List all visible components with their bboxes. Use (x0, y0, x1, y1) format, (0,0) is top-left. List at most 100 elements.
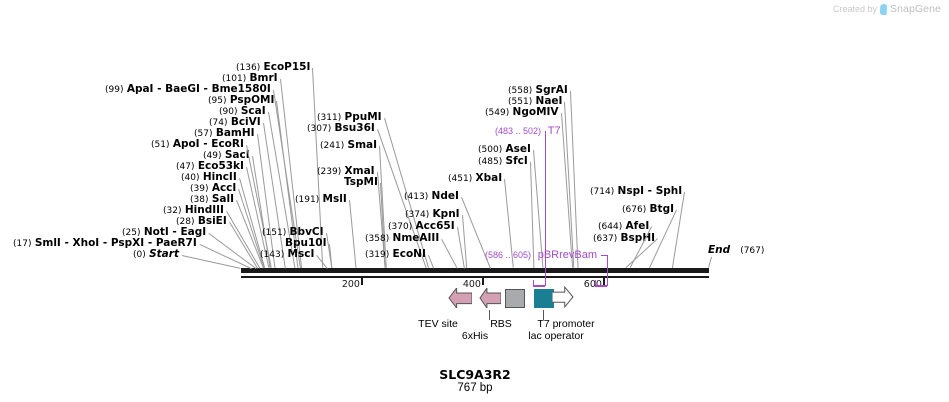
enzyme-label[interactable]: (32) HindIII (163, 205, 224, 217)
enzyme-label[interactable]: (637) BspHI (593, 233, 655, 245)
enzyme-name[interactable]: Bme1580I (211, 83, 271, 95)
enzyme-name[interactable]: PaeR7I (155, 237, 197, 249)
enzyme-label[interactable]: (451) XbaI (448, 173, 502, 185)
enzyme-label[interactable]: (17) SmlI - XhoI - PspXI - PaeR7I (13, 238, 197, 250)
enzyme-label[interactable]: (99) ApaI - BaeGI - Bme1580I (105, 84, 271, 96)
enzyme-label[interactable]: (136) EcoP15I (236, 62, 310, 74)
feature-glyph-6xhis[interactable] (479, 288, 501, 308)
feature-label[interactable]: (483 .. 502) T7 (495, 126, 561, 137)
enzyme-name[interactable]: EcoP15I (263, 61, 311, 73)
enzyme-name[interactable]: Start (149, 248, 179, 260)
enzyme-name[interactable]: PpuMI (344, 111, 382, 123)
enzyme-label[interactable]: (143) MscI (260, 249, 314, 261)
enzyme-name[interactable]: NgoMIV (512, 106, 559, 118)
enzyme-name[interactable]: HincII (202, 171, 237, 183)
enzyme-name[interactable]: SgrAI (535, 84, 568, 96)
enzyme-name[interactable]: BspHI (620, 232, 656, 244)
enzyme-label[interactable]: (25) NotI - EagI (122, 227, 206, 239)
enzyme-label[interactable]: (558) SgrAI (508, 85, 568, 97)
enzyme-name[interactable]: BsiEI (197, 215, 227, 227)
enzyme-name[interactable]: XmaI (344, 165, 375, 177)
feature-name[interactable]: T7 (547, 125, 561, 137)
enzyme-name[interactable]: HindIII (184, 204, 224, 216)
enzyme-label[interactable]: (151) BbvCI (262, 227, 324, 239)
feature-glyph-lac-operator[interactable] (534, 289, 554, 308)
enzyme-name[interactable]: TspMI (344, 176, 378, 188)
enzyme-label[interactable]: (74) BciVI (209, 117, 261, 129)
enzyme-name[interactable]: SmlI (34, 237, 61, 249)
enzyme-label[interactable]: Bpu10I (285, 238, 327, 249)
enzyme-name[interactable]: XhoI (72, 237, 100, 249)
enzyme-name[interactable]: SacI (224, 149, 250, 161)
enzyme-label[interactable]: (95) PspOMI (208, 95, 274, 107)
enzyme-name[interactable]: BciVI (230, 116, 261, 128)
enzyme-name[interactable]: EcoNI (392, 248, 426, 260)
enzyme-name[interactable]: BmrI (249, 72, 278, 84)
enzyme-name[interactable]: AfeI (625, 220, 650, 232)
feature-name[interactable]: pBRrevBam (537, 249, 598, 261)
enzyme-label[interactable]: (370) Acc65I (388, 221, 455, 233)
enzyme-label[interactable]: TspMI (344, 177, 378, 188)
enzyme-name[interactable]: EagI (180, 226, 207, 238)
enzyme-label[interactable]: (57) BamHI (194, 128, 255, 140)
enzyme-name[interactable]: MscI (287, 248, 315, 260)
enzyme-label[interactable]: (485) SfcI (478, 156, 528, 168)
enzyme-name[interactable]: ApoI (172, 138, 200, 150)
enzyme-name[interactable]: Bsu36I (334, 122, 375, 134)
enzyme-name[interactable]: XbaI (475, 172, 503, 184)
enzyme-name[interactable]: MslI (322, 193, 347, 205)
enzyme-name[interactable]: NotI (143, 226, 169, 238)
enzyme-label[interactable]: (90) ScaI (219, 106, 266, 118)
enzyme-label[interactable]: (358) NmeAIII (365, 233, 439, 245)
enzyme-name[interactable]: SphI (655, 185, 683, 197)
enzyme-name[interactable]: BbvCI (289, 226, 324, 238)
enzyme-label[interactable]: (676) BtgI (622, 204, 674, 216)
enzyme-name[interactable]: BaeGI (165, 83, 200, 95)
enzyme-label[interactable]: (374) KpnI (405, 209, 460, 221)
enzyme-name[interactable]: SfcI (505, 155, 528, 167)
enzyme-label[interactable]: (551) NaeI (508, 96, 562, 108)
enzyme-label[interactable]: (39) AccI (190, 183, 236, 195)
enzyme-label[interactable]: (644) AfeI (598, 221, 649, 233)
enzyme-name[interactable]: EcoRI (211, 138, 244, 150)
enzyme-label[interactable]: (549) NgoMIV (485, 107, 559, 119)
enzyme-label[interactable]: (319) EcoNI (365, 249, 426, 261)
enzyme-name[interactable]: NspI (617, 185, 645, 197)
enzyme-name[interactable]: AccI (211, 182, 237, 194)
feature-glyph-tev-site[interactable] (448, 288, 472, 308)
enzyme-label[interactable]: (500) AseI (478, 144, 531, 156)
enzyme-name[interactable]: NmeAIII (392, 232, 440, 244)
enzyme-name[interactable]: SalI (211, 193, 234, 205)
enzyme-name[interactable]: BtgI (649, 203, 674, 215)
enzyme-label[interactable]: (714) NspI - SphI (590, 186, 682, 198)
enzyme-label[interactable]: (239) XmaI (317, 166, 375, 178)
enzyme-label[interactable]: (311) PpuMI (317, 112, 382, 124)
enzyme-label[interactable]: (0) Start (133, 249, 179, 261)
enzyme-label[interactable]: (38) SalI (190, 194, 234, 206)
enzyme-name[interactable]: SmaI (347, 139, 378, 151)
enzyme-name[interactable]: Bpu10I (285, 237, 327, 249)
feature-glyph-rbs[interactable] (505, 289, 525, 308)
enzyme-name[interactable]: Eco53kI (197, 160, 244, 172)
enzyme-label[interactable]: (101) BmrI (222, 73, 278, 85)
enzyme-name[interactable]: Acc65I (415, 220, 455, 232)
enzyme-name[interactable]: NaeI (535, 95, 563, 107)
enzyme-name[interactable]: ApaI (126, 83, 154, 95)
enzyme-label[interactable]: (40) HincII (181, 172, 237, 184)
enzyme-name[interactable]: KpnI (432, 208, 460, 220)
enzyme-name[interactable]: PspOMI (229, 94, 275, 106)
enzyme-name[interactable]: ScaI (240, 105, 266, 117)
enzyme-name[interactable]: BamHI (215, 127, 255, 139)
enzyme-label[interactable]: (191) MslI (295, 194, 347, 206)
feature-label[interactable]: (586 .. 605) pBRrevBam (485, 250, 597, 261)
enzyme-label[interactable]: (47) Eco53kI (176, 161, 244, 173)
enzyme-name[interactable]: NdeI (431, 190, 459, 202)
enzyme-label[interactable]: (241) SmaI (320, 140, 377, 152)
feature-glyph-t7-promoter[interactable] (552, 286, 574, 308)
enzyme-label[interactable]: (307) Bsu36I (307, 123, 375, 135)
enzyme-label[interactable]: (49) SacI (203, 150, 250, 162)
enzyme-name[interactable]: PspXI (110, 237, 145, 249)
enzyme-label[interactable]: (28) BsiEI (176, 216, 227, 228)
enzyme-name[interactable]: AseI (505, 143, 531, 155)
enzyme-label[interactable]: (51) ApoI - EcoRI (151, 139, 244, 151)
